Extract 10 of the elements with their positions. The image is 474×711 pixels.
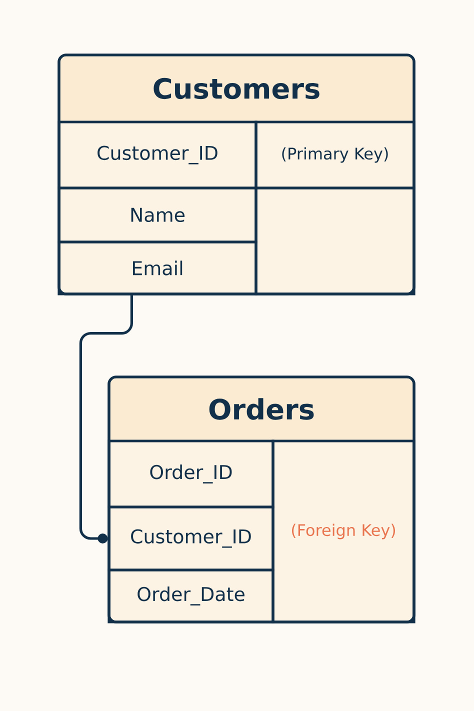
key-note-cell: (Primary Key)	[254, 120, 416, 190]
field-cell: Email	[58, 240, 258, 296]
field-cell: Customer_ID	[58, 120, 258, 190]
empty-cell	[254, 186, 416, 296]
key-note-cell: (Foreign Key)	[272, 440, 416, 624]
field-cell: Customer_ID	[108, 506, 274, 572]
field-cell: Name	[58, 186, 258, 244]
field-cell: Order_Date	[108, 568, 274, 624]
connector-line	[79, 295, 133, 544]
field-cell: Order_ID	[108, 440, 274, 508]
